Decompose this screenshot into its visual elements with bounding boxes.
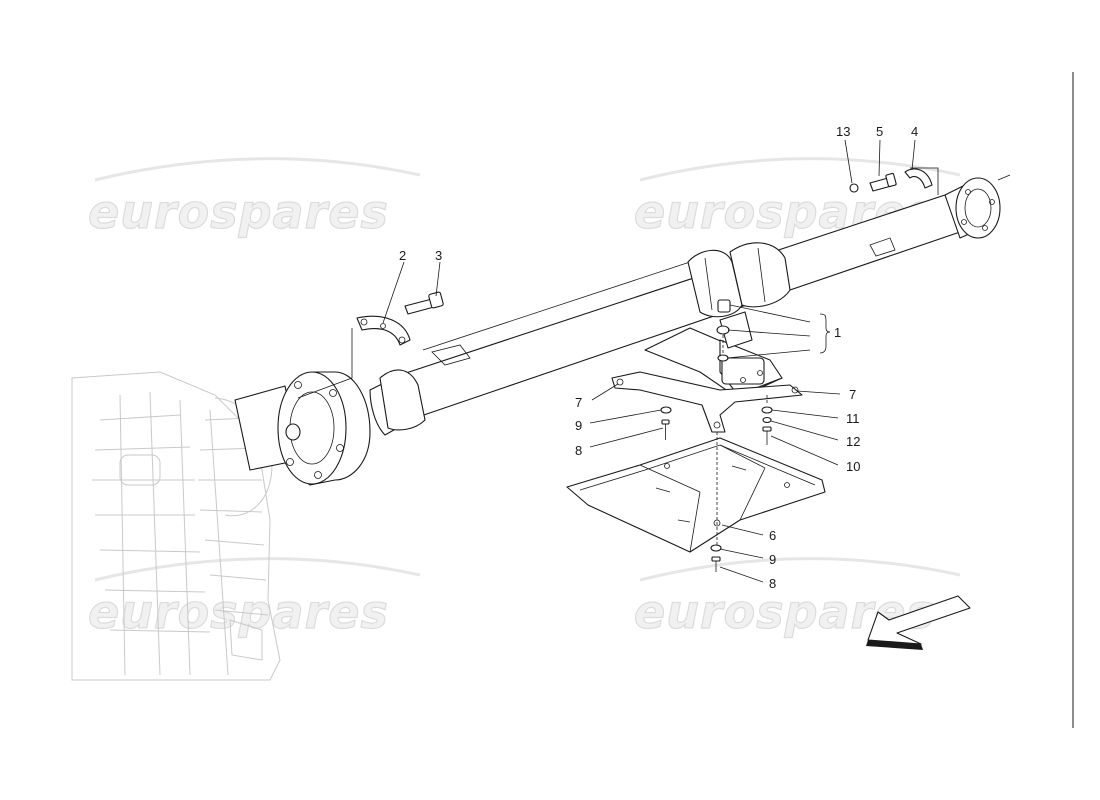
callout-2: 2 xyxy=(399,248,406,263)
rear-flex-coupling xyxy=(944,174,1011,239)
callout-9-left: 9 xyxy=(575,418,582,433)
bolt-8-left xyxy=(661,419,670,440)
svg-text:eurospares: eurospares xyxy=(634,185,935,239)
washer-9-left xyxy=(660,406,672,414)
watermark-top-left: eurospares xyxy=(87,157,421,240)
bolt-10 xyxy=(762,426,772,445)
watermark-bottom-right: eurospares xyxy=(633,557,961,640)
leader-lines xyxy=(382,139,916,583)
callout-11: 11 xyxy=(846,411,860,426)
callout-7-right: 7 xyxy=(849,387,856,402)
callout-8-bottom: 8 xyxy=(769,576,776,591)
bracket-assembly xyxy=(644,299,783,399)
nut-13 xyxy=(849,183,859,193)
clamp-half-4 xyxy=(904,168,933,189)
washer-11 xyxy=(761,406,773,414)
callout-9-bottom: 9 xyxy=(769,552,776,567)
watermark-bottom-left: eurospares xyxy=(87,557,421,640)
svg-text:eurospares: eurospares xyxy=(88,185,389,239)
centre-bearing xyxy=(687,242,791,318)
washer-9-bottom xyxy=(710,544,722,552)
crossmember-7 xyxy=(611,371,803,433)
clamp-half-2 xyxy=(356,315,411,346)
callout-5: 5 xyxy=(876,124,883,139)
bolt-8-bottom xyxy=(711,556,721,572)
washer-12 xyxy=(762,416,772,424)
under-tray-6 xyxy=(566,437,826,553)
callout-1: 1 xyxy=(834,325,841,340)
direction-arrow-icon xyxy=(866,595,971,650)
callout-4: 4 xyxy=(911,124,918,139)
callout-7-left: 7 xyxy=(575,395,582,410)
callout-8-left: 8 xyxy=(575,443,582,458)
callout-10: 10 xyxy=(846,459,860,474)
front-flex-coupling xyxy=(234,369,426,486)
bolt-3 xyxy=(404,291,444,315)
callout-13: 13 xyxy=(836,124,850,139)
bolt-5 xyxy=(869,172,897,192)
watermark-top-right: eurospares xyxy=(633,157,961,240)
svg-text:eurospares: eurospares xyxy=(634,585,935,639)
callout-12: 12 xyxy=(846,434,860,449)
callout-3: 3 xyxy=(435,248,442,263)
callout-6: 6 xyxy=(769,528,776,543)
